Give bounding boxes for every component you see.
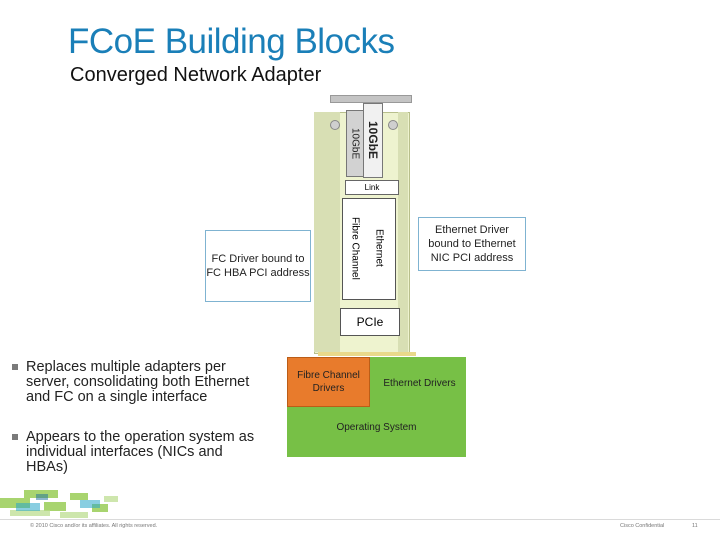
pcie-label: PCIe bbox=[340, 308, 400, 336]
page-number: 11 bbox=[692, 523, 698, 529]
port-1-label: 10GbE bbox=[349, 127, 361, 160]
link-label: Link bbox=[345, 180, 399, 195]
chip-ethernet: Ethernet bbox=[368, 198, 390, 298]
bullet-item: Replaces multiple adapters per server, c… bbox=[12, 360, 264, 405]
slide-subtitle: Converged Network Adapter bbox=[70, 64, 322, 86]
fc-driver-callout: FC Driver bound to FC HBA PCI address bbox=[205, 230, 311, 302]
chip-fc-label: Fibre Channel bbox=[349, 216, 361, 280]
bullet-text: Appears to the operation system as indiv… bbox=[26, 429, 255, 475]
cna-chip bbox=[342, 198, 396, 300]
operating-system-label: Operating System bbox=[336, 422, 417, 433]
slide-title: FCoE Building Blocks bbox=[68, 22, 395, 61]
copyright-text: © 2010 Cisco and/or its affiliates. All … bbox=[30, 523, 158, 529]
footer-decoration bbox=[0, 490, 118, 518]
chip-eth-label: Ethernet bbox=[373, 229, 385, 267]
card-edge-connector bbox=[318, 352, 416, 356]
bullet-marker bbox=[12, 434, 18, 440]
bullet-marker bbox=[12, 364, 18, 370]
ethernet-drivers-label: Ethernet Drivers bbox=[383, 377, 456, 389]
fc-driver-callout-text: FC Driver bound to FC HBA PCI address bbox=[206, 253, 310, 279]
port-10gbe-2: 10GbE bbox=[363, 103, 383, 178]
chip-fibre-channel: Fibre Channel bbox=[344, 198, 366, 298]
port-2-label: 10GbE bbox=[366, 121, 380, 160]
screw-icon bbox=[330, 120, 340, 130]
card-bracket bbox=[330, 95, 412, 103]
card-right-strip bbox=[398, 112, 408, 352]
eth-driver-callout-text: Ethernet Driver bound to Ethernet NIC PC… bbox=[428, 224, 516, 264]
bullet-text: Replaces multiple adapters per server, c… bbox=[26, 359, 250, 405]
bullet-item: Appears to the operation system as indiv… bbox=[12, 430, 264, 475]
port-10gbe-1: 10GbE bbox=[346, 110, 364, 177]
footer-rule bbox=[0, 519, 720, 520]
eth-driver-callout: Ethernet Driver bound to Ethernet NIC PC… bbox=[418, 217, 526, 271]
screw-icon bbox=[388, 120, 398, 130]
fibre-channel-drivers-box: Fibre Channel Drivers bbox=[287, 357, 370, 407]
confidential-label: Cisco Confidential bbox=[620, 523, 665, 529]
card-left-strip bbox=[314, 112, 340, 352]
